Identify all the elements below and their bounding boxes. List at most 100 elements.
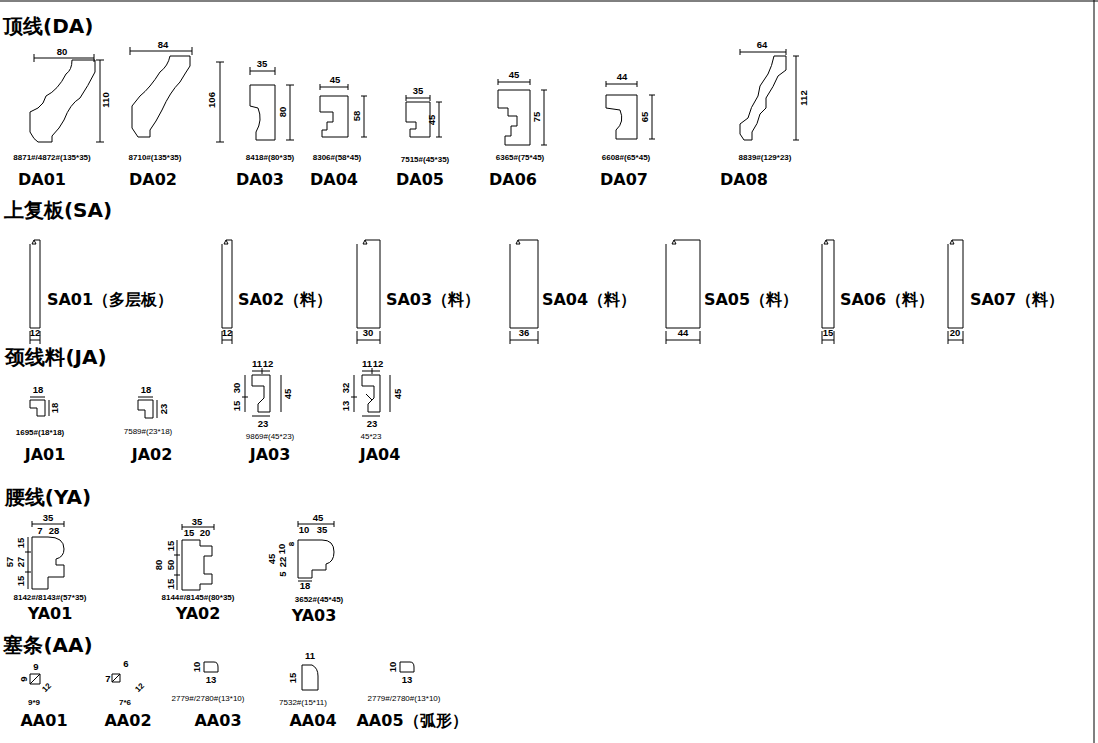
dimension-label: 13 [341,401,351,412]
part-code: JA01 [25,447,66,463]
dimension-label: 7 [37,526,42,536]
model-number: 8871#/4872#(135*35) [13,154,90,162]
dimension-label: 12 [222,328,233,338]
model-number: 6365#(75*45) [496,154,544,162]
dimension-label: 11 [362,359,372,369]
dimension-label: 27 [16,557,26,568]
part-code: DA04 [310,172,358,188]
dimension-label: 15 [232,401,242,412]
model-number: 8142#/8143#(57*35) [14,594,87,602]
part-code: JA04 [360,447,401,463]
neck-molding-profiles [30,368,390,418]
dimension-label: 9 [33,662,38,672]
dimension-label: 10 [299,525,310,535]
dimension-label: 45 [283,389,293,400]
dimension-label: 10 [192,662,202,673]
material-label: SA01（多层板） [47,292,173,308]
dimension-label: 80 [57,47,68,57]
dimension-label: 35 [192,517,203,527]
part-code: DA05 [396,172,444,188]
model-number: 6608#(65*45) [602,154,650,162]
part-code: YA03 [292,608,337,624]
part-code: AA04 [289,713,336,729]
part-code: DA02 [129,172,177,188]
dimension-label: 6 [123,659,128,669]
dimension-label: 9 [19,676,29,681]
dimension-label: 12 [41,682,53,694]
dimension-label: 23 [367,419,378,429]
part-code: JA03 [250,447,291,463]
model-number: 7532#(15*11) [279,699,327,707]
model-number: 9869#(45*23) [246,433,294,441]
part-code: DA01 [18,172,66,188]
dimension-label: 12 [373,359,384,369]
model-number: 2779#/2780#(13*10) [172,695,245,703]
dimension-label: 32 [341,383,351,394]
dimension-label: 44 [617,72,628,82]
dimension-label: 23 [159,404,169,415]
dimension-label: 30 [363,328,374,338]
dimension-label: 18 [33,385,44,395]
dimension-label: 20 [950,328,961,338]
filler-strip-profiles [30,662,414,690]
dimension-label: 15 [166,541,176,552]
material-label: SA07（料） [970,292,1064,308]
dimension-label: 22 [278,557,288,568]
dimension-label: 7 [105,674,110,684]
crown-molding-profiles [30,47,799,145]
material-label: SA04（料） [542,292,636,308]
dimension-label: 44 [678,328,689,338]
section-heading: 上复板(SA) [4,200,112,220]
dimension-label: 15 [16,576,26,587]
section-heading: 腰线(YA) [5,487,91,507]
dimension-label: 12 [30,328,41,338]
material-label: SA05（料） [704,292,798,308]
dimension-label: 15 [16,538,26,549]
board-profiles [30,240,963,344]
model-number: 8839#(129*23) [739,154,792,162]
dimension-label: 5 [278,571,288,576]
dimension-label: 15 [184,528,195,538]
part-code: AA01 [20,713,67,729]
dimension-label: 45 [509,70,520,80]
dimension-label: 45 [330,75,341,85]
model-number: 1695#(18*18) [16,429,64,437]
dimension-label: 23 [258,419,269,429]
model-number: 45*23 [361,433,382,441]
dimension-label: 36 [519,328,530,338]
dimension-label: 35 [413,86,424,96]
part-code: DA06 [489,172,537,188]
dimension-label: 57 [5,557,15,568]
model-number: 2779#/2780#(13*10) [368,695,441,703]
model-number: 7*6 [119,699,131,707]
dimension-label: 45 [427,115,437,126]
dimension-label: 11 [305,651,315,661]
dimension-label: 30 [232,383,242,394]
dimension-label: 18 [300,581,311,591]
dimension-label: 45 [267,554,277,565]
dimension-label: 84 [158,40,169,50]
part-code: AA05（弧形） [356,713,467,729]
part-code: YA01 [28,606,73,622]
dimension-label: 20 [200,528,211,538]
dimension-label: 75 [532,112,542,123]
model-number: 8418#(80*35) [246,154,294,162]
section-heading: 塞条(AA) [3,635,92,655]
dimension-label: 15 [823,328,834,338]
model-number: 8306#(58*45) [313,154,361,162]
dimension-label: 45 [313,513,324,523]
dimension-label: 12 [134,682,146,694]
material-label: SA06（料） [840,292,934,308]
part-code: DA03 [236,172,284,188]
dimension-label: 110 [101,92,111,107]
dimension-label: 10 [277,544,287,555]
part-code: DA07 [600,172,648,188]
part-code: AA03 [194,713,241,729]
part-code: YA02 [176,606,221,622]
part-code: AA02 [104,713,151,729]
dimension-label: 112 [799,90,809,105]
frame-line [1094,0,1095,743]
model-number: 7515#(45*35) [401,156,449,164]
dimension-label: 80 [278,107,288,118]
